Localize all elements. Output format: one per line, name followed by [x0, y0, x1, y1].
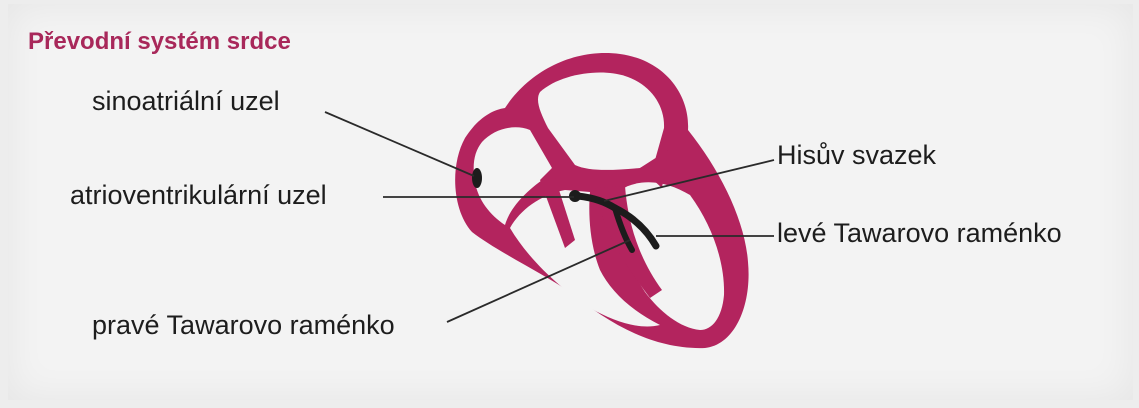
leader-sinoatrial: [325, 112, 474, 176]
label-right-bundle-branch: pravé Tawarovo raménko: [92, 310, 395, 341]
sinoatrial-node-mark: [472, 168, 482, 188]
label-sinoatrial-node: sinoatriální uzel: [92, 86, 280, 117]
label-atrioventricular-node: atrioventrikulární uzel: [70, 180, 327, 211]
diagram-title: Převodní systém srdce: [28, 28, 291, 56]
label-left-bundle-branch: levé Tawarovo raménko: [777, 218, 1062, 249]
label-bundle-of-his: Hisův svazek: [777, 140, 936, 171]
